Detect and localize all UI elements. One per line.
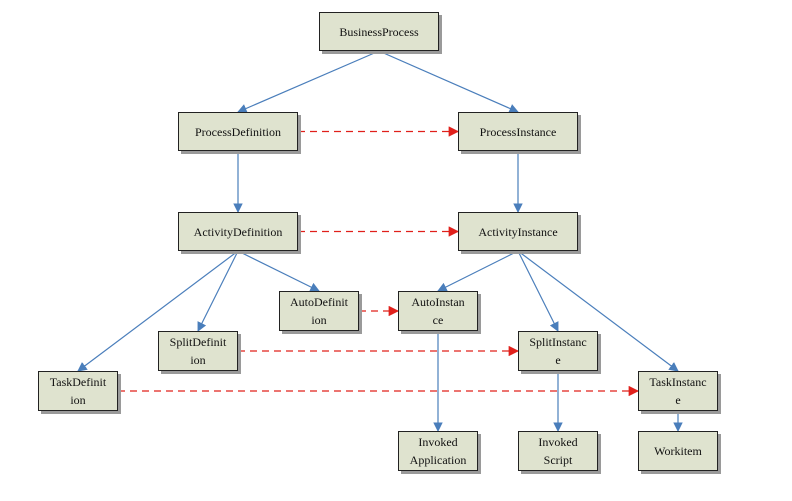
edge-business_process-to-process_definition	[237, 50, 380, 113]
node-label: AutoInstan ce	[411, 295, 465, 327]
node-auto-definition[interactable]: AutoDefinit ion	[279, 291, 359, 331]
node-process-instance[interactable]: ProcessInstance	[458, 112, 578, 151]
edge-activity_instance-to-split_instance	[517, 250, 559, 332]
node-workitem[interactable]: Workitem	[638, 431, 718, 471]
node-split-instance[interactable]: SplitInstanc e	[518, 331, 598, 371]
node-label: SplitInstanc e	[529, 335, 587, 367]
node-task-instance[interactable]: TaskInstanc e	[638, 371, 718, 411]
node-business-process[interactable]: BusinessProcess	[319, 12, 439, 51]
node-label: TaskInstanc e	[649, 375, 707, 407]
edge-activity_instance-to-task_instance	[517, 250, 679, 372]
node-label: SplitDefinit ion	[169, 335, 227, 367]
edge-activity_definition-to-task_definition	[77, 250, 239, 372]
node-auto-instance[interactable]: AutoInstan ce	[398, 291, 478, 331]
node-label: BusinessProcess	[339, 24, 419, 39]
node-task-definition[interactable]: TaskDefinit ion	[38, 371, 118, 411]
node-invoked-application[interactable]: Invoked Application	[398, 431, 478, 471]
node-label: ProcessDefinition	[195, 124, 281, 139]
node-label: ActivityInstance	[478, 224, 558, 239]
edge-activity_definition-to-auto_definition	[237, 250, 320, 292]
node-invoked-script[interactable]: Invoked Script	[518, 431, 598, 471]
node-label: Invoked Application	[409, 435, 467, 467]
node-process-definition[interactable]: ProcessDefinition	[178, 112, 298, 151]
node-label: Invoked Script	[538, 435, 578, 467]
node-label: Workitem	[654, 444, 702, 458]
node-label: ActivityDefinition	[193, 224, 283, 239]
node-split-definition[interactable]: SplitDefinit ion	[158, 331, 238, 371]
node-label: AutoDefinit ion	[290, 295, 348, 327]
node-activity-definition[interactable]: ActivityDefinition	[178, 212, 298, 251]
edge-activity_definition-to-split_definition	[197, 250, 239, 332]
edge-business_process-to-process_instance	[378, 50, 519, 113]
node-label: ProcessInstance	[479, 124, 557, 139]
hierarchy-edges	[77, 48, 683, 432]
node-label: TaskDefinit ion	[49, 375, 107, 407]
edge-activity_instance-to-auto_instance	[437, 250, 519, 292]
node-activity-instance[interactable]: ActivityInstance	[458, 212, 578, 251]
